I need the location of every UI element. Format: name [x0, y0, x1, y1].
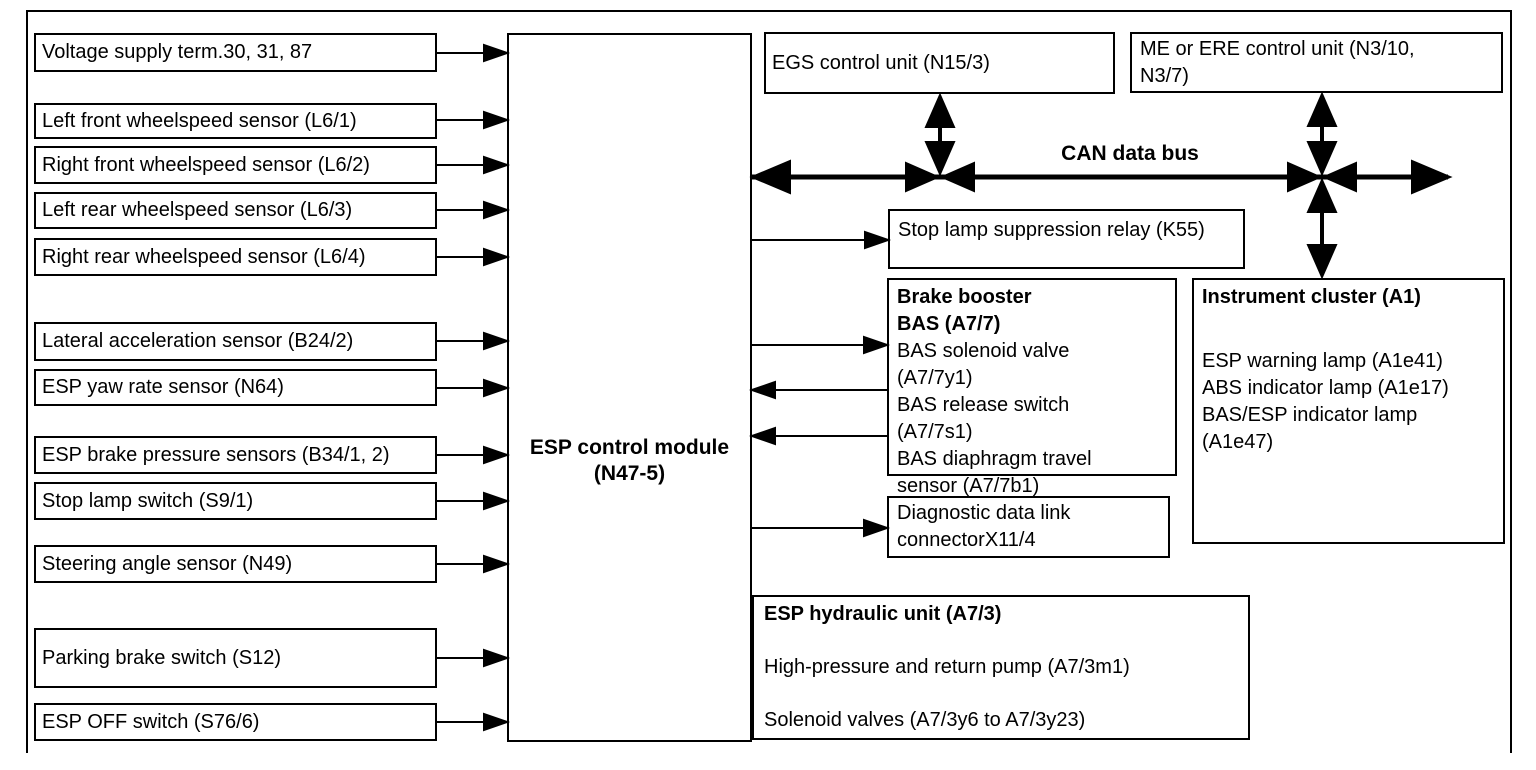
- input-label: Left front wheelspeed sensor (L6/1): [42, 109, 357, 132]
- me-ere-label-line2: N3/7): [1140, 65, 1189, 87]
- instrument-cluster-box: Instrument cluster (A1) ESP warning lamp…: [1192, 278, 1505, 544]
- bas-release-switch-line: BAS release switch: [897, 394, 1070, 416]
- diagnostic-line2: connectorX11/4: [897, 529, 1036, 551]
- spacer: [1202, 311, 1495, 338]
- bas-esp-indicator-lamp-code: (A1e47): [1202, 431, 1274, 453]
- input-box-right-rear-wheelspeed: Right rear wheelspeed sensor (L6/4): [34, 238, 437, 276]
- input-label: ESP yaw rate sensor (N64): [42, 376, 284, 398]
- bas-solenoid-valve-line: BAS solenoid valve: [897, 340, 1070, 362]
- brake-booster-title-line2: BAS (A7/7): [897, 313, 1001, 335]
- input-box-yaw-rate: ESP yaw rate sensor (N64): [34, 369, 437, 406]
- input-box-steering-angle: Steering angle sensor (N49): [34, 545, 437, 583]
- input-box-lateral-acceleration: Lateral acceleration sensor (B24/2): [34, 322, 437, 361]
- input-box-stop-lamp-switch: Stop lamp switch (S9/1): [34, 482, 437, 520]
- egs-control-unit-box: EGS control unit (N15/3): [764, 32, 1115, 94]
- input-label: Right front wheelspeed sensor (L6/2): [42, 153, 370, 176]
- input-box-brake-pressure: ESP brake pressure sensors (B34/1, 2): [34, 436, 437, 474]
- diagnostic-connector-box: Diagnostic data link connectorX11/4: [887, 496, 1170, 558]
- bas-release-switch-code: (A7/7s1): [897, 421, 973, 443]
- module-label-line1: ESP control module: [529, 436, 730, 459]
- input-label: ESP brake pressure sensors (B34/1, 2): [42, 443, 390, 466]
- can-data-bus-label: CAN data bus: [1061, 142, 1199, 165]
- input-label: Lateral acceleration sensor (B24/2): [42, 330, 354, 352]
- input-label: Right rear wheelspeed sensor (L6/4): [42, 245, 366, 268]
- bas-solenoid-valve-code: (A7/7y1): [897, 367, 973, 389]
- brake-booster-bas-box: Brake booster BAS (A7/7) BAS solenoid va…: [887, 278, 1177, 497]
- high-pressure-pump-line: High-pressure and return pump (A7/3m1): [764, 656, 1130, 678]
- me-ere-control-unit-box: ME or ERE control unit (N3/10, N3/7): [1130, 32, 1503, 93]
- esp-control-module-label: ESP control module (N47-5): [509, 435, 750, 487]
- input-label: Parking brake switch (S12): [42, 646, 281, 669]
- bas-diaphragm-code: sensor (A7/7b1): [897, 475, 1040, 497]
- hydraulic-unit-title: ESP hydraulic unit (A7/3): [764, 603, 1002, 625]
- egs-label: EGS control unit (N15/3): [772, 51, 990, 74]
- input-label: Stop lamp switch (S9/1): [42, 489, 254, 512]
- input-box-left-rear-wheelspeed: Left rear wheelspeed sensor (L6/3): [34, 192, 437, 229]
- input-label: Left rear wheelspeed sensor (L6/3): [42, 199, 353, 221]
- esp-control-module-box: ESP control module (N47-5): [507, 33, 752, 742]
- input-box-esp-off-switch: ESP OFF switch (S76/6): [34, 703, 437, 741]
- relay-label: Stop lamp suppression relay (K55): [898, 219, 1205, 241]
- esp-warning-lamp-line: ESP warning lamp (A1e41): [1202, 350, 1443, 372]
- solenoid-valves-line: Solenoid valves (A7/3y6 to A7/3y23): [764, 709, 1086, 731]
- bas-esp-indicator-lamp-line: BAS/ESP indicator lamp: [1202, 404, 1418, 426]
- brake-booster-title-line1: Brake booster: [897, 286, 1032, 308]
- input-box-voltage-supply: Voltage supply term.30, 31, 87: [34, 33, 437, 72]
- me-ere-label-line1: ME or ERE control unit (N3/10,: [1140, 38, 1415, 60]
- input-box-left-front-wheelspeed: Left front wheelspeed sensor (L6/1): [34, 103, 437, 139]
- input-box-parking-brake: Parking brake switch (S12): [34, 628, 437, 688]
- input-box-right-front-wheelspeed: Right front wheelspeed sensor (L6/2): [34, 146, 437, 184]
- instrument-cluster-title: Instrument cluster (A1): [1202, 286, 1421, 308]
- abs-indicator-lamp-line: ABS indicator lamp (A1e17): [1202, 377, 1449, 399]
- input-label: Steering angle sensor (N49): [42, 552, 293, 575]
- module-label-line2: (N47-5): [593, 462, 666, 485]
- stop-lamp-suppression-relay-box: Stop lamp suppression relay (K55): [888, 209, 1245, 269]
- input-label: ESP OFF switch (S76/6): [42, 710, 260, 733]
- esp-hydraulic-unit-box: ESP hydraulic unit (A7/3) High-pressure …: [752, 595, 1250, 740]
- bas-diaphragm-line: BAS diaphragm travel: [897, 448, 1092, 470]
- diagnostic-line1: Diagnostic data link: [897, 502, 1071, 524]
- input-label: Voltage supply term.30, 31, 87: [42, 41, 313, 63]
- diagram-border: [26, 10, 1512, 753]
